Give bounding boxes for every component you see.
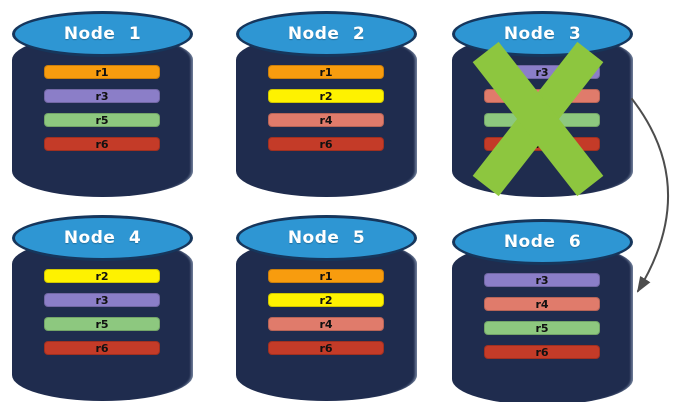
replica-bar: r2	[44, 269, 160, 283]
node-3-replicas: r3 r4 r5 r6	[484, 65, 600, 151]
node-5-cylinder-top: Node 5	[236, 215, 417, 261]
replica-bar: r6	[268, 341, 384, 355]
node-5-replicas: r1 r2 r4 r6	[268, 269, 384, 355]
replica-bar: r4	[484, 89, 600, 103]
replica-bar: r2	[268, 293, 384, 307]
replica-bar: r5	[44, 113, 160, 127]
node-2-replicas: r1 r2 r4 r6	[268, 65, 384, 151]
replica-bar: r3	[484, 273, 600, 287]
node-3-title: Node 3	[503, 24, 582, 44]
replica-bar: r5	[484, 321, 600, 335]
replica-bar: r4	[268, 113, 384, 127]
node-1: Node 1 r1 r3 r5 r6	[12, 8, 193, 197]
node-5: Node 5 r1 r2 r4 r6	[236, 212, 417, 401]
replica-bar: r5	[484, 113, 600, 127]
replica-bar: r4	[484, 297, 600, 311]
node-6-title: Node 6	[503, 232, 582, 252]
node-2: Node 2 r1 r2 r4 r6	[236, 8, 417, 197]
node-5-title: Node 5	[287, 228, 366, 248]
handoff-arrow	[631, 98, 670, 293]
node-6-cylinder-top: Node 6	[452, 219, 633, 265]
node-2-title: Node 2	[287, 24, 366, 44]
node-1-title: Node 1	[63, 24, 142, 44]
node-4-replicas: r2 r3 r5 r6	[44, 269, 160, 355]
node-1-replicas: r1 r3 r5 r6	[44, 65, 160, 151]
replica-bar: r3	[484, 65, 600, 79]
node-1-cylinder-top: Node 1	[12, 11, 193, 57]
replica-bar: r1	[268, 65, 384, 79]
replica-bar: r6	[44, 341, 160, 355]
replica-bar: r6	[268, 137, 384, 151]
node-4-cylinder-top: Node 4	[12, 215, 193, 261]
replica-bar: r6	[484, 345, 600, 359]
replica-bar: r6	[44, 137, 160, 151]
node-4-title: Node 4	[63, 228, 142, 248]
replica-bar: r5	[44, 317, 160, 331]
node-3: Node 3 r3 r4 r5 r6	[452, 8, 633, 197]
node-2-cylinder-top: Node 2	[236, 11, 417, 57]
replica-bar: r1	[268, 269, 384, 283]
replica-bar: r3	[44, 89, 160, 103]
replica-bar: r2	[268, 89, 384, 103]
node-6-replicas: r3 r4 r5 r6	[484, 273, 600, 359]
replica-bar: r6	[484, 137, 600, 151]
node-4: Node 4 r2 r3 r5 r6	[12, 212, 193, 401]
replica-bar: r3	[44, 293, 160, 307]
node-3-cylinder-top: Node 3	[452, 11, 633, 57]
replica-bar: r4	[268, 317, 384, 331]
replica-bar: r1	[44, 65, 160, 79]
node-6: Node 6 r3 r4 r5 r6	[452, 216, 633, 402]
